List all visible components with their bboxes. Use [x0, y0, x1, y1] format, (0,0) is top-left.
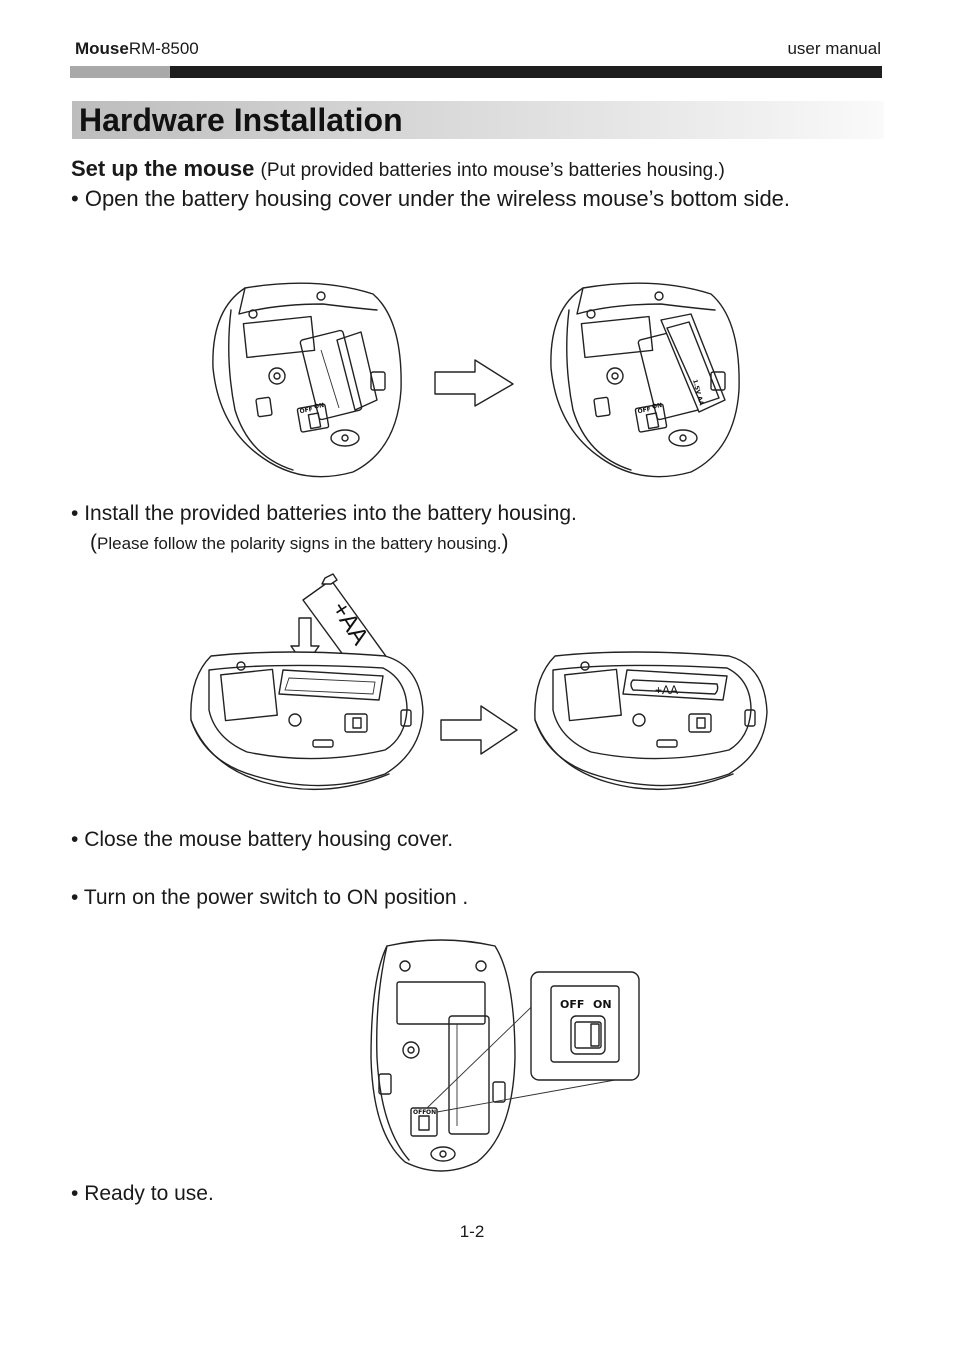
mouse-bottom-open: 1.5V AA OFF ON — [550, 282, 740, 478]
svg-text:ON: ON — [593, 998, 612, 1011]
setup-note: Put provided batteries into mouse’s batt… — [266, 160, 719, 181]
figure-install-batteries: +AA +AA — [190, 573, 768, 791]
figure-open-cover: OFF ON 1.5V AA OFF ON — [212, 282, 740, 478]
header-rule — [170, 66, 882, 78]
header-doc-type: user manual — [787, 39, 881, 58]
svg-text:OFF: OFF — [560, 998, 584, 1011]
step-text: Install the provided batteries into the … — [84, 502, 577, 525]
step-ready: • Ready to use. — [71, 1182, 214, 1205]
page-title: Hardware Installation — [79, 102, 403, 138]
svg-text:OFF: OFF — [637, 406, 651, 415]
step-text: Close the mouse battery housing cover. — [84, 828, 454, 851]
setup-heading-line: Set up the mouse (Put provided batteries… — [71, 156, 725, 181]
svg-text:+AA: +AA — [655, 683, 678, 697]
step-text: Turn on the power switch to ON position … — [83, 886, 469, 909]
step-text: Ready to use. — [84, 1182, 214, 1205]
svg-text:ON: ON — [426, 1109, 436, 1116]
step-install-batteries: • Install the provided batteries into th… — [71, 502, 577, 525]
svg-text:OFF: OFF — [299, 406, 313, 415]
figure-power-switch: OFF ON OFF ON — [370, 939, 640, 1172]
svg-text:ON: ON — [652, 402, 663, 411]
setup-heading: Set up the mouse — [71, 156, 255, 181]
svg-text:OFF: OFF — [413, 1109, 426, 1116]
svg-text:ON: ON — [314, 402, 325, 411]
arrow-right-icon — [434, 359, 514, 407]
header-product-model: RM-8500 — [128, 39, 199, 58]
mouse-housing-installed: +AA — [534, 651, 768, 791]
mouse-bottom-closed: OFF ON — [212, 282, 402, 478]
step-open-cover: • Open the battery housing cover under t… — [71, 186, 791, 211]
switch-zoom-callout: OFF ON — [530, 971, 640, 1081]
header-rule-accent — [70, 66, 170, 78]
header-product: MouseRM-8500 — [75, 39, 199, 59]
step-power-on: • Turn on the power switch to ON positio… — [71, 886, 469, 909]
step-install-note: (Please follow the polarity signs in the… — [90, 531, 509, 554]
step-close-cover: • Close the mouse battery housing cover. — [71, 828, 454, 851]
mouse-housing-empty — [190, 651, 424, 791]
page-number: 1-2 — [459, 1222, 485, 1241]
header-product-brand: Mouse — [75, 39, 129, 58]
step-note: Please follow the polarity signs in the … — [97, 534, 502, 553]
title-band — [72, 101, 884, 139]
step-text: Open the battery housing cover under the… — [84, 186, 791, 211]
mouse-bottom-view: OFF ON — [370, 939, 516, 1172]
arrow-right-icon — [440, 705, 518, 755]
